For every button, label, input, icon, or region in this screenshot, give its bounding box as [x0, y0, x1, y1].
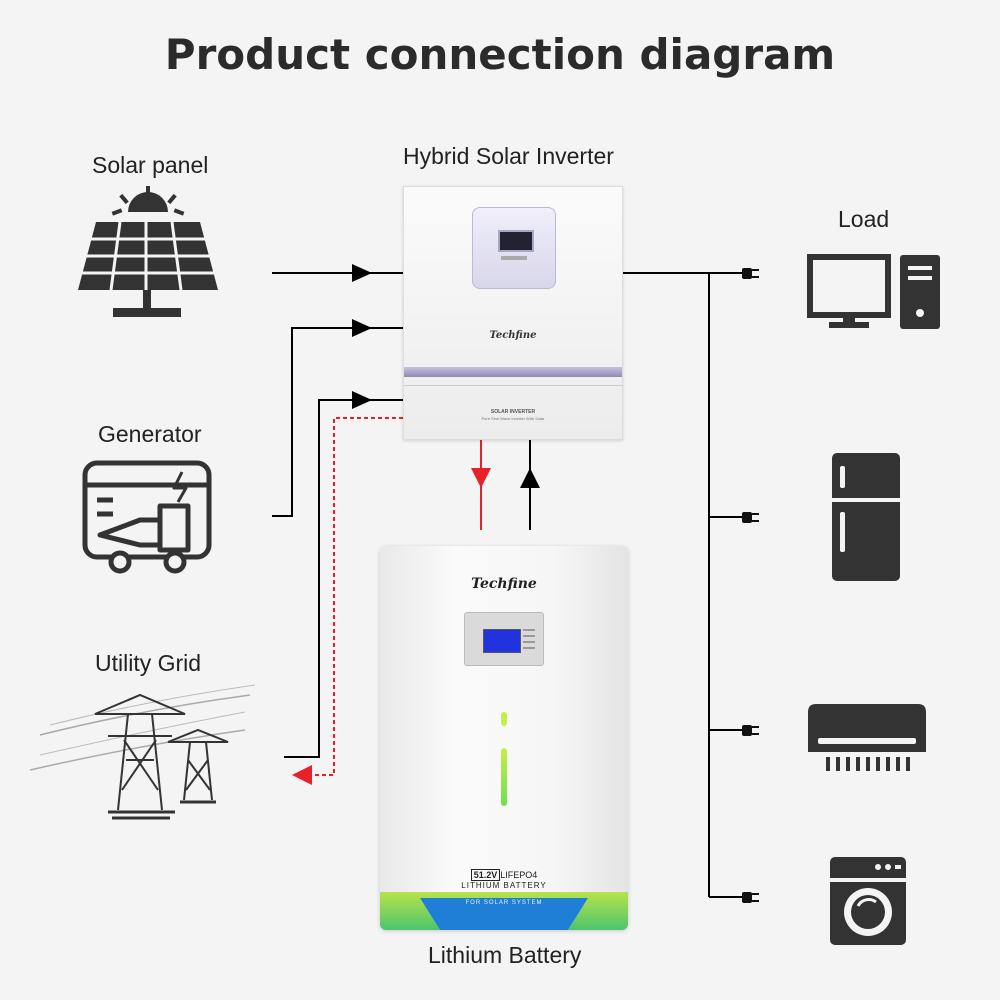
battery-blue-band	[420, 898, 588, 930]
battery-label: Lithium Battery	[428, 942, 582, 968]
battery-type: LITHIUM BATTERY	[461, 881, 547, 890]
air-conditioner-icon	[808, 704, 926, 771]
load-label: Load	[838, 206, 890, 232]
inverter-model-label: SOLAR INVERTER	[490, 409, 536, 415]
battery-indicators	[523, 629, 535, 651]
battery-led-top	[501, 712, 507, 726]
inverter-buttons	[501, 256, 527, 260]
battery-chemistry: LIFEPO4	[500, 870, 538, 880]
inverter-stripe	[404, 367, 622, 377]
battery-lcd	[483, 629, 521, 653]
inverter-model-sublabel: Pure Sine Wave Inverter With Solar	[481, 416, 545, 421]
inverter-device: Techfine SOLAR INVERTER Pure Sine Wave I…	[403, 186, 623, 440]
fridge-icon	[832, 453, 900, 581]
utility-grid-label: Utility Grid	[95, 650, 202, 676]
inverter-control-panel	[472, 207, 556, 289]
solar-panel-label: Solar panel	[92, 152, 209, 178]
inverter-divider	[404, 385, 622, 386]
inverter-lcd	[498, 230, 534, 252]
solar-panel-icon	[78, 186, 218, 317]
inverter-brand: Techfine	[489, 330, 537, 341]
battery-system-label: FOR SOLAR SYSTEM	[465, 900, 543, 906]
generator-label: Generator	[98, 421, 202, 447]
battery-brand: Techfine	[471, 576, 537, 592]
washing-machine-icon	[830, 857, 906, 945]
plug-icon	[742, 268, 759, 279]
plug-icon	[742, 512, 759, 523]
battery-voltage: 51.2V	[470, 869, 501, 881]
page-title: Product connection diagram	[164, 30, 836, 79]
generator-icon	[82, 460, 212, 574]
plug-icon	[742, 725, 759, 736]
battery-display	[464, 612, 544, 666]
battery-led-bar	[501, 748, 507, 806]
inverter-label: Hybrid Solar Inverter	[403, 143, 614, 169]
computer-icon	[807, 254, 940, 329]
plug-icon	[742, 892, 759, 903]
power-tower-icon	[29, 684, 256, 820]
